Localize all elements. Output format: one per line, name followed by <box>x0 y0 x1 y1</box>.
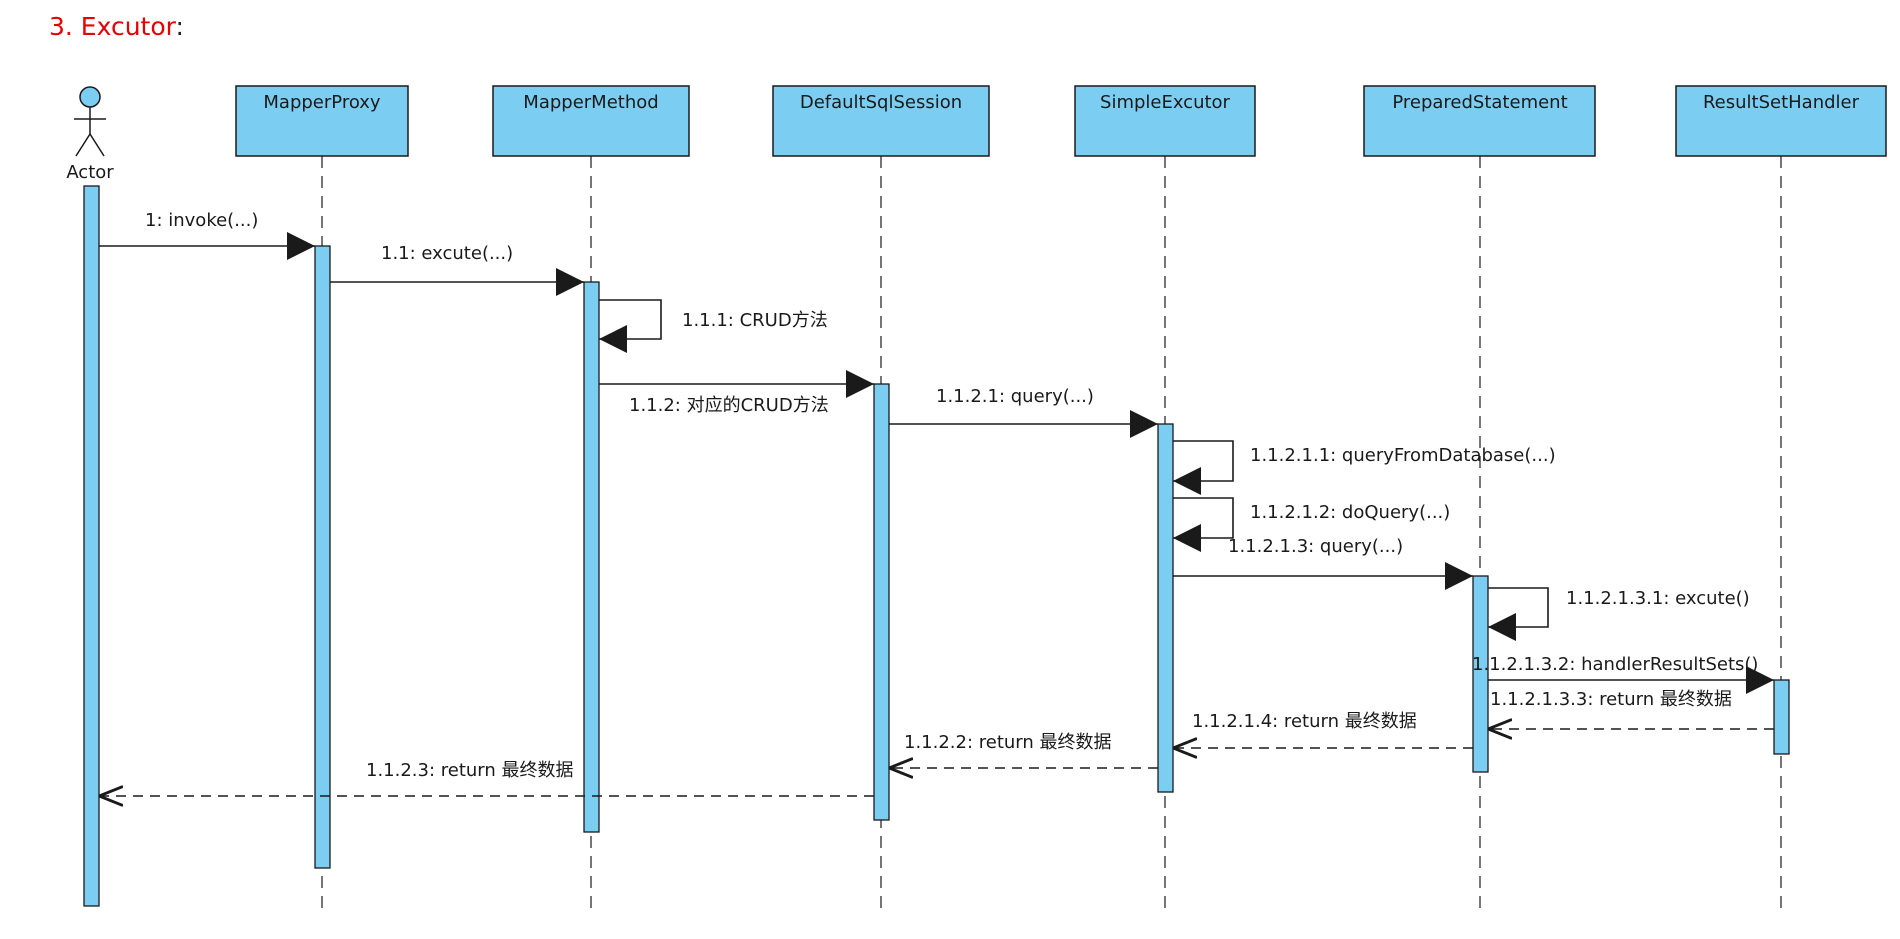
message-label-crud-self: 1.1.1: CRUD方法 <box>682 310 828 331</box>
message-do-query: 1.1.2.1.2: doQuery(...) <box>1173 497 1450 552</box>
activation-bar-preparedstatement <box>1472 575 1489 773</box>
lifeline-label-mappermethod: MapperMethod <box>523 92 658 113</box>
actor: Actor <box>66 86 114 183</box>
lifeline-label-preparedstatement: PreparedStatement <box>1392 92 1567 113</box>
section-heading-colon: : <box>175 12 184 41</box>
message-label-do-query: 1.1.2.1.2: doQuery(...) <box>1250 502 1450 523</box>
message-label-return-4: 1.1.2.3: return 最终数据 <box>366 760 574 781</box>
message-label-query-1: 1.1.2.1: query(...) <box>936 386 1094 407</box>
message-return-4: 1.1.2.3: return 最终数据 <box>99 760 874 796</box>
message-corresponding-crud: 1.1.2: 对应的CRUD方法 <box>599 370 874 416</box>
activation-bar-actor <box>83 185 100 907</box>
message-label-return-2: 1.1.2.1.4: return 最终数据 <box>1192 711 1417 732</box>
section-heading-number: 3. Excutor <box>49 12 176 41</box>
message-label-query-from-database: 1.1.2.1.1: queryFromDatabase(...) <box>1250 445 1556 466</box>
message-query-2: 1.1.2.1.3: query(...) <box>1173 536 1473 590</box>
message-label-invoke: 1: invoke(...) <box>145 210 258 231</box>
message-return-3: 1.1.2.2: return 最终数据 <box>889 732 1158 768</box>
message-arrow-do-query <box>1173 497 1234 552</box>
lifeline-label-simpleexcutor: SimpleExcutor <box>1100 92 1231 113</box>
message-invoke: 1: invoke(...) <box>99 210 315 260</box>
actor-label: Actor <box>66 162 114 183</box>
lifeline-mapperproxy: MapperProxy <box>235 85 409 910</box>
message-label-handler-result-sets: 1.1.2.1.3.2: handlerResultSets() <box>1472 654 1758 675</box>
actor-head-icon <box>79 86 101 108</box>
lifeline-label-resultsethandler: ResultSetHandler <box>1703 92 1860 113</box>
message-query-1: 1.1.2.1: query(...) <box>889 386 1158 438</box>
lifeline-resultsethandler: ResultSetHandler <box>1675 85 1887 910</box>
message-arrow-excute-self <box>1488 587 1549 641</box>
lifeline-preparedstatement: PreparedStatement <box>1363 85 1596 910</box>
message-query-from-database: 1.1.2.1.1: queryFromDatabase(...) <box>1173 440 1556 495</box>
message-label-excute: 1.1: excute(...) <box>381 243 513 264</box>
lifeline-simpleexcutor: SimpleExcutor <box>1074 85 1256 910</box>
lifeline-label-defaultsqlsession: DefaultSqlSession <box>800 92 962 113</box>
message-crud-self: 1.1.1: CRUD方法 <box>599 299 828 353</box>
message-label-return-1: 1.1.2.1.3.3: return 最终数据 <box>1490 689 1732 710</box>
activation-bar-simpleexcutor <box>1157 423 1174 793</box>
lifeline-header-resultsethandler <box>1675 85 1887 157</box>
lifeline-header-simpleexcutor <box>1074 85 1256 157</box>
actor-left-leg <box>75 133 91 157</box>
message-handler-result-sets: 1.1.2.1.3.2: handlerResultSets() <box>1472 654 1774 694</box>
message-label-corresponding-crud: 1.1.2: 对应的CRUD方法 <box>629 395 829 416</box>
activation-bar-resultsethandler <box>1773 679 1790 755</box>
section-heading: 3. Excutor: <box>49 12 184 41</box>
lifeline-header-preparedstatement <box>1363 85 1596 157</box>
actor-right-leg <box>89 133 105 157</box>
activation-bar-mappermethod <box>583 281 600 833</box>
lifeline-defaultsqlsession: DefaultSqlSession <box>772 85 990 910</box>
message-excute-self: 1.1.2.1.3.1: excute() <box>1488 587 1750 641</box>
message-label-query-2: 1.1.2.1.3: query(...) <box>1228 536 1403 557</box>
message-excute: 1.1: excute(...) <box>330 243 584 296</box>
activation-bar-mapperproxy <box>314 245 331 869</box>
message-return-2: 1.1.2.1.4: return 最终数据 <box>1173 711 1473 748</box>
lifeline-header-mapperproxy <box>235 85 409 157</box>
message-label-return-3: 1.1.2.2: return 最终数据 <box>904 732 1112 753</box>
lifeline-header-mappermethod <box>492 85 690 157</box>
message-return-1: 1.1.2.1.3.3: return 最终数据 <box>1488 689 1774 729</box>
message-label-excute-self: 1.1.2.1.3.1: excute() <box>1566 588 1750 609</box>
activation-bar-defaultsqlsession <box>873 383 890 821</box>
lifeline-label-mapperproxy: MapperProxy <box>263 92 381 113</box>
message-arrow-crud-self <box>599 299 662 353</box>
message-arrow-query-from-database <box>1173 440 1234 495</box>
